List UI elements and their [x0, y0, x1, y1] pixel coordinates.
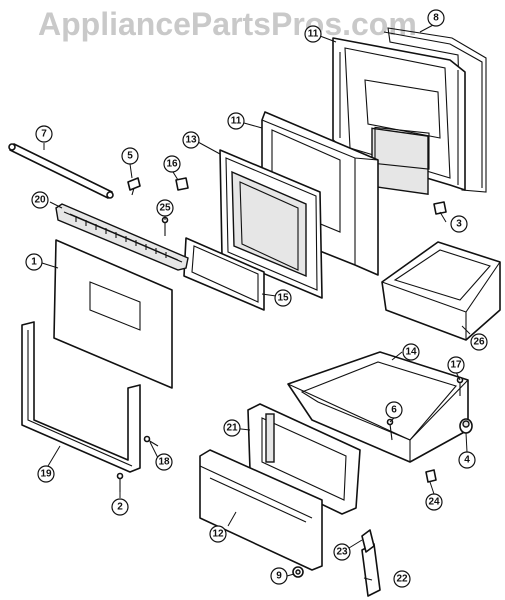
part-12-drawer-panel — [199, 449, 323, 571]
callout-17: 17 — [447, 356, 465, 374]
part-13-glass-frame — [219, 149, 323, 299]
svg-text:6: 6 — [391, 405, 397, 416]
svg-text:23: 23 — [336, 547, 348, 558]
svg-text:16: 16 — [166, 159, 178, 170]
svg-text:22: 22 — [396, 574, 408, 585]
callout-16: 16 — [163, 155, 181, 173]
part-18-screw — [143, 435, 159, 447]
callout-15: 15 — [274, 289, 292, 307]
callout-23: 23 — [333, 543, 351, 561]
svg-text:11: 11 — [231, 116, 242, 127]
svg-text:9: 9 — [276, 571, 282, 582]
callout-1: 1 — [25, 253, 43, 271]
svg-text:21: 21 — [226, 423, 238, 434]
callout-5: 5 — [121, 147, 139, 165]
callout-6: 6 — [385, 401, 403, 419]
part-23-slide-clip — [361, 529, 375, 553]
callout-2: 2 — [111, 498, 129, 516]
svg-text:8: 8 — [433, 13, 439, 24]
part-21-drawer-bracket — [247, 403, 361, 515]
svg-text:4: 4 — [464, 455, 470, 466]
callout-11-mid: 11 — [227, 112, 245, 130]
callout-3: 3 — [450, 215, 468, 233]
part-2-screw — [116, 472, 124, 492]
callout-14: 14 — [402, 343, 420, 361]
callout-8: 8 — [427, 9, 445, 27]
callout-20: 20 — [31, 191, 49, 209]
svg-text:2: 2 — [117, 502, 123, 513]
part-20-control-strip — [55, 203, 189, 271]
part-3-clip — [433, 201, 447, 215]
part-4-foot — [459, 418, 473, 434]
svg-text:1: 1 — [31, 257, 37, 268]
svg-text:5: 5 — [127, 151, 133, 162]
part-19-door-liner-frame — [21, 321, 141, 473]
part-9-nut — [292, 566, 304, 578]
part-8-door-gasket — [383, 27, 487, 193]
part-7-door-handle — [8, 143, 114, 199]
part-5-screw — [127, 177, 141, 196]
part-24-clip — [425, 469, 437, 483]
callout-9: 9 — [270, 567, 288, 585]
callout-22: 22 — [393, 570, 411, 588]
part-26-drawer-pan — [381, 241, 501, 341]
callout-4: 4 — [458, 451, 476, 469]
svg-text:20: 20 — [34, 195, 46, 206]
callout-12: 12 — [209, 525, 227, 543]
svg-text:24: 24 — [428, 497, 440, 508]
svg-text:17: 17 — [450, 360, 462, 371]
svg-text:26: 26 — [473, 337, 485, 348]
callout-24: 24 — [425, 493, 443, 511]
callout-13: 13 — [182, 131, 200, 149]
part-11-inner-door-frame — [332, 37, 466, 195]
part-17-screw — [456, 376, 464, 396]
svg-text:11: 11 — [308, 29, 319, 40]
callout-11-top: 11 — [304, 25, 322, 43]
callout-25: 25 — [156, 199, 174, 217]
svg-text:3: 3 — [456, 219, 462, 230]
callout-7: 7 — [35, 125, 53, 143]
svg-text:14: 14 — [405, 347, 417, 358]
part-25-screw — [161, 216, 169, 236]
part-6-screw — [386, 418, 394, 441]
svg-text:15: 15 — [277, 293, 289, 304]
part-22-drawer-slide — [361, 543, 381, 597]
svg-text:25: 25 — [159, 203, 171, 214]
svg-text:13: 13 — [185, 135, 197, 146]
svg-text:19: 19 — [40, 469, 52, 480]
callout-18: 18 — [155, 453, 173, 471]
svg-text:12: 12 — [212, 529, 224, 540]
callout-26: 26 — [470, 333, 488, 351]
callout-21: 21 — [223, 419, 241, 437]
part-1-outer-door-panel — [53, 239, 173, 389]
callout-19: 19 — [37, 465, 55, 483]
part-16-clip — [175, 177, 189, 191]
svg-text:18: 18 — [158, 457, 170, 468]
svg-text:7: 7 — [41, 129, 47, 140]
